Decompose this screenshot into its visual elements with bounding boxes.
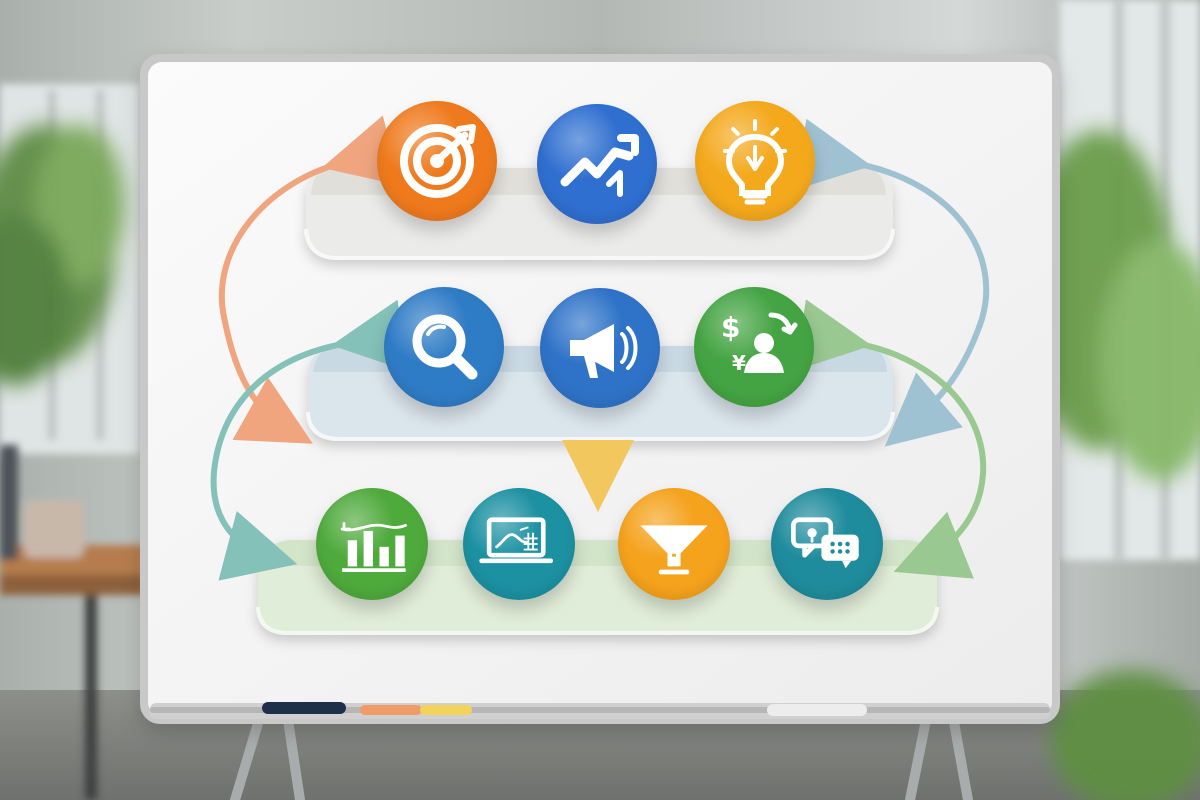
megaphone-icon — [540, 288, 660, 408]
green-loop-arrow — [795, 299, 987, 579]
right-plant — [1025, 130, 1200, 800]
arrows — [210, 115, 990, 581]
lightbulb-icon — [695, 101, 815, 221]
money-people-icon: $ ¥ — [694, 287, 814, 407]
markers — [262, 702, 867, 716]
laptop-chart-icon — [463, 488, 575, 600]
target-icon — [377, 101, 497, 221]
magnifier-icon — [384, 287, 504, 407]
navy-marker — [262, 702, 346, 714]
bar-chart-icon — [316, 488, 428, 600]
left-desk — [0, 445, 145, 800]
growth-chart-icon — [537, 104, 657, 224]
chat-bubbles-icon — [771, 488, 883, 600]
yellow-marker — [420, 705, 472, 715]
teal-loop-arrow — [210, 299, 408, 581]
bottom-tier-platform — [256, 540, 939, 635]
white-marker — [767, 704, 867, 716]
left-plant — [0, 125, 125, 385]
svg-text:¥: ¥ — [732, 351, 746, 375]
funnel-icon — [618, 488, 730, 600]
orange-marker — [360, 705, 422, 715]
svg-text:$: $ — [721, 311, 740, 344]
